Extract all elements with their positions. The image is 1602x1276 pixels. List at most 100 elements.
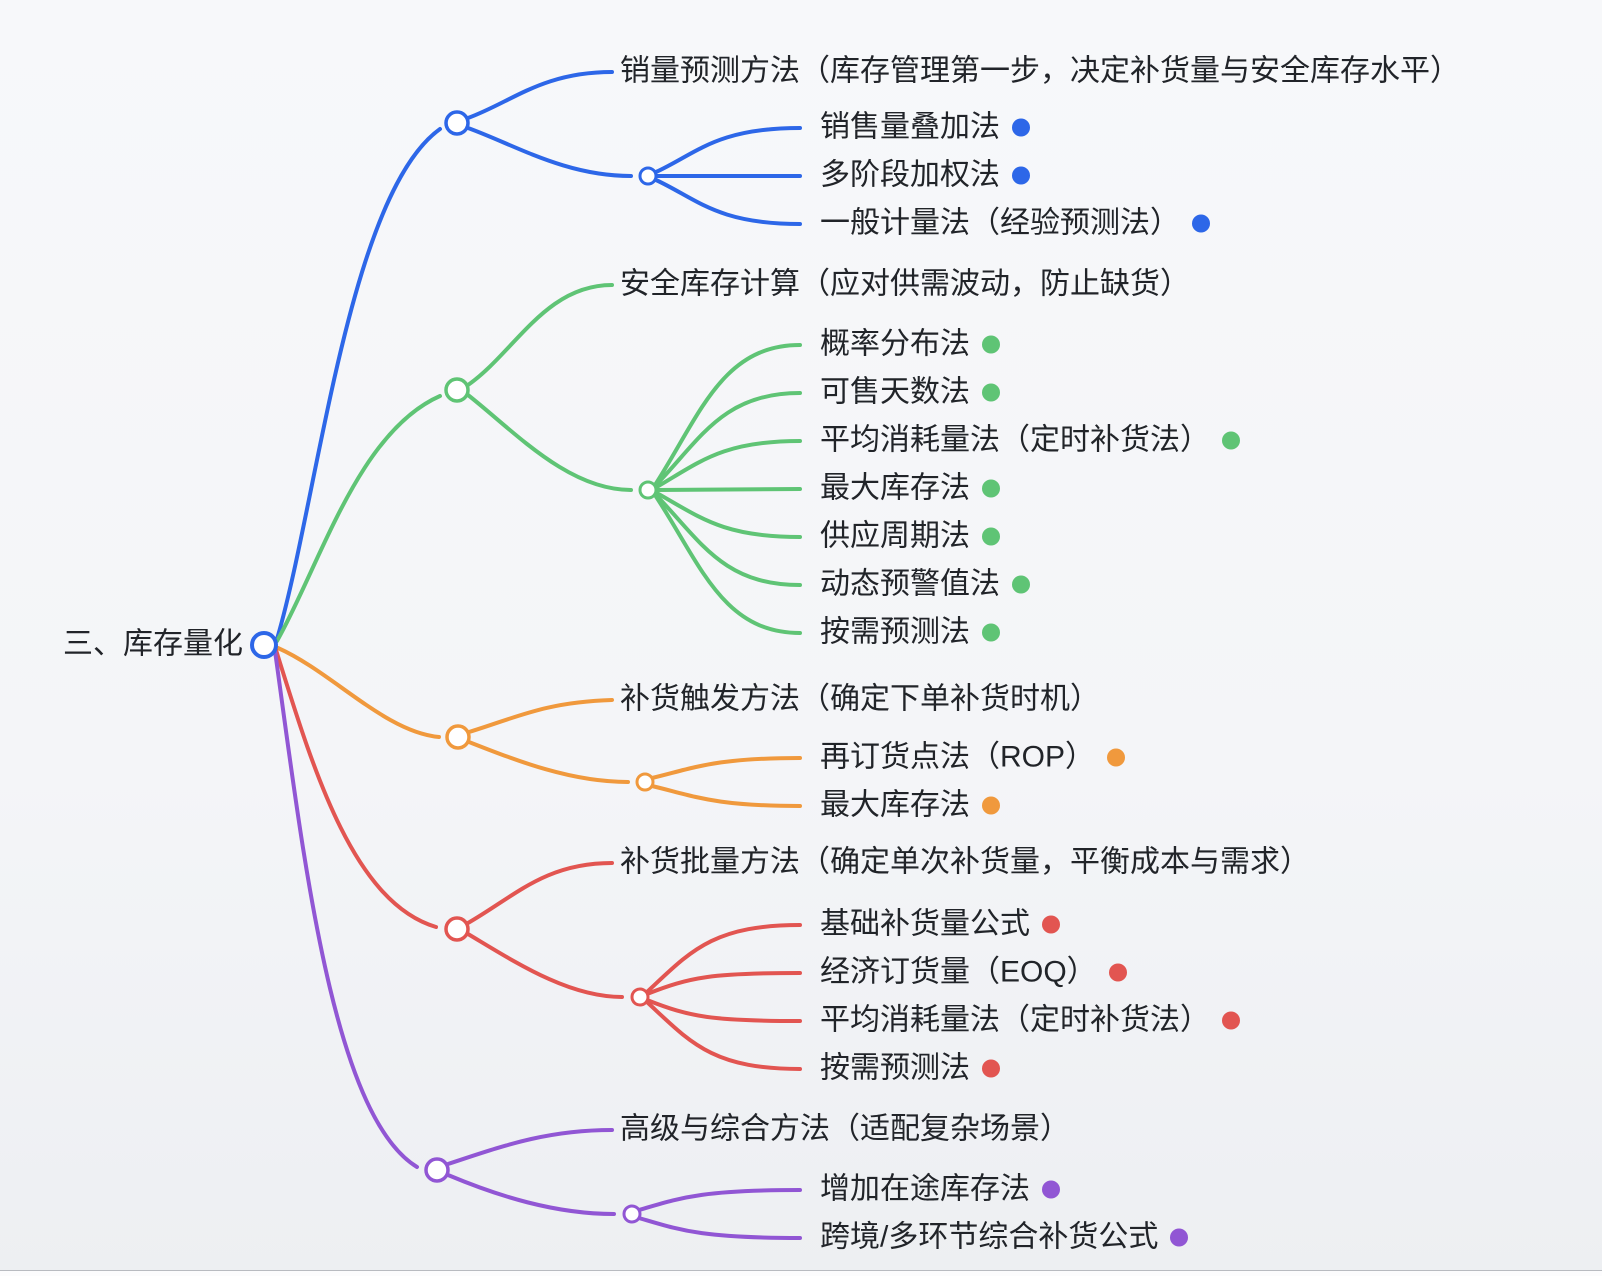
junction-node[interactable]	[444, 110, 470, 136]
child-node[interactable]: 跨境/多环节综合补货公式	[820, 1219, 1189, 1257]
branch-curve	[446, 1128, 614, 1166]
branch-node-replenish-trigger[interactable]: 补货触发方法（确定下单补货时机）	[620, 681, 1100, 719]
branch-curve	[466, 283, 614, 387]
marker-dot-icon	[1170, 1228, 1189, 1247]
branch-curve	[653, 343, 802, 487]
junction-node[interactable]	[638, 166, 658, 186]
branch-curve	[466, 932, 624, 999]
marker-dot-icon	[982, 479, 1000, 498]
child-label: 动态预警值法	[820, 567, 1000, 601]
child-node[interactable]: 一般计量法（经验预测法）	[820, 205, 1210, 243]
marker-dot-icon	[1222, 431, 1240, 450]
branch-label: 销量预测方法（库存管理第一步，决定补货量与安全库存水平）	[620, 54, 1460, 88]
child-node[interactable]: 按需预测法	[820, 614, 1000, 652]
child-node[interactable]: 动态预警值法	[820, 566, 1030, 604]
child-node[interactable]: 最大库存法	[820, 470, 1000, 508]
root-topic-label: 三、库存量化	[63, 627, 243, 661]
marker-dot-icon	[1042, 915, 1060, 934]
child-node[interactable]: 销售量叠加法	[820, 109, 1030, 147]
branch-curve	[446, 1173, 616, 1216]
junction-node[interactable]	[622, 1204, 642, 1224]
branch-group-replenish-trigger	[276, 646, 802, 808]
branch-curve	[654, 487, 802, 492]
child-node[interactable]: 再订货点法（ROP）	[820, 739, 1126, 777]
branch-group-advanced-methods	[273, 649, 802, 1240]
child-node[interactable]: 可售天数法	[820, 374, 1000, 412]
marker-dot-icon	[982, 335, 1000, 354]
branch-curve	[467, 698, 614, 734]
marker-dot-icon	[1222, 1011, 1240, 1030]
child-label: 基础补货量公式	[820, 907, 1030, 941]
marker-dot-icon	[1012, 118, 1030, 137]
marker-dot-icon	[982, 623, 1000, 642]
child-node[interactable]: 按需预测法	[820, 1050, 1000, 1088]
child-label: 跨境/多环节综合补货公式	[820, 1220, 1159, 1254]
child-label: 最大库存法	[820, 471, 970, 505]
branch-curve	[275, 127, 442, 641]
branch-curve	[645, 998, 802, 1023]
child-label: 一般计量法（经验预测法）	[820, 206, 1180, 240]
child-label: 多阶段加权法	[820, 158, 1000, 192]
root-junction-node[interactable]	[250, 631, 278, 659]
child-label: 再订货点法（ROP）	[820, 740, 1096, 774]
branch-curve	[273, 649, 419, 1169]
branch-curve	[653, 439, 802, 490]
branch-curve	[466, 393, 633, 492]
child-label: 供应周期法	[820, 519, 970, 553]
branch-curve	[645, 923, 802, 994]
branch-label: 高级与综合方法（适配复杂场景）	[620, 1112, 1070, 1146]
branch-curve	[466, 861, 614, 925]
junction-node[interactable]	[424, 1157, 450, 1183]
child-label: 可售天数法	[820, 375, 970, 409]
child-node[interactable]: 平均消耗量法（定时补货法）	[820, 1002, 1240, 1040]
child-node[interactable]: 平均消耗量法（定时补货法）	[820, 422, 1240, 460]
child-label: 经济订货量（EOQ）	[820, 955, 1097, 989]
branch-label: 补货批量方法（确定单次补货量，平衡成本与需求）	[620, 845, 1310, 879]
child-node[interactable]: 供应周期法	[820, 518, 1000, 556]
branch-curve	[637, 1216, 802, 1240]
junction-node[interactable]	[444, 916, 470, 942]
branch-label: 安全库存计算（应对供需波动，防止缺货）	[620, 267, 1190, 301]
marker-dot-icon	[1012, 166, 1030, 185]
marker-dot-icon	[1012, 575, 1030, 594]
junction-node[interactable]	[638, 480, 658, 500]
child-label: 最大库存法	[820, 788, 970, 822]
branch-curve	[650, 784, 802, 808]
child-node[interactable]: 概率分布法	[820, 326, 1000, 364]
child-node[interactable]: 经济订货量（EOQ）	[820, 954, 1127, 992]
child-node[interactable]: 多阶段加权法	[820, 157, 1030, 195]
branch-curve	[654, 178, 802, 226]
branch-curve	[645, 971, 802, 996]
junction-node[interactable]	[444, 377, 470, 403]
root-topic-node[interactable]: 三、库存量化	[63, 626, 243, 664]
branch-curve	[653, 391, 802, 488]
junction-node[interactable]	[630, 987, 650, 1007]
branch-group-sales-forecast	[275, 70, 802, 641]
branch-node-replenish-batch[interactable]: 补货批量方法（确定单次补货量，平衡成本与需求）	[620, 844, 1310, 882]
branch-curve	[467, 740, 630, 784]
junction-node[interactable]	[445, 724, 471, 750]
branch-label: 补货触发方法（确定下单补货时机）	[620, 682, 1100, 716]
branch-curve	[274, 648, 438, 929]
branch-curve	[653, 493, 802, 635]
branch-curve	[654, 126, 802, 174]
child-node[interactable]: 基础补货量公式	[820, 906, 1060, 944]
branch-curve	[276, 646, 441, 739]
branch-node-advanced-methods[interactable]: 高级与综合方法（适配复杂场景）	[620, 1111, 1070, 1149]
branch-curve	[275, 394, 442, 643]
marker-dot-icon	[982, 1059, 1000, 1078]
marker-dot-icon	[982, 527, 1000, 546]
branch-group-safety-stock	[275, 283, 802, 643]
marker-dot-icon	[982, 796, 1000, 815]
branch-node-safety-stock[interactable]: 安全库存计算（应对供需波动，防止缺货）	[620, 266, 1190, 304]
marker-dot-icon	[1107, 748, 1126, 767]
child-label: 按需预测法	[820, 615, 970, 649]
branch-node-sales-forecast[interactable]: 销量预测方法（库存管理第一步，决定补货量与安全库存水平）	[620, 53, 1460, 91]
child-node[interactable]: 增加在途库存法	[820, 1171, 1060, 1209]
branch-group-replenish-batch	[274, 648, 802, 1071]
junction-node[interactable]	[635, 772, 655, 792]
child-node[interactable]: 最大库存法	[820, 787, 1000, 825]
branch-curve	[653, 492, 802, 587]
branch-curve	[466, 70, 614, 120]
